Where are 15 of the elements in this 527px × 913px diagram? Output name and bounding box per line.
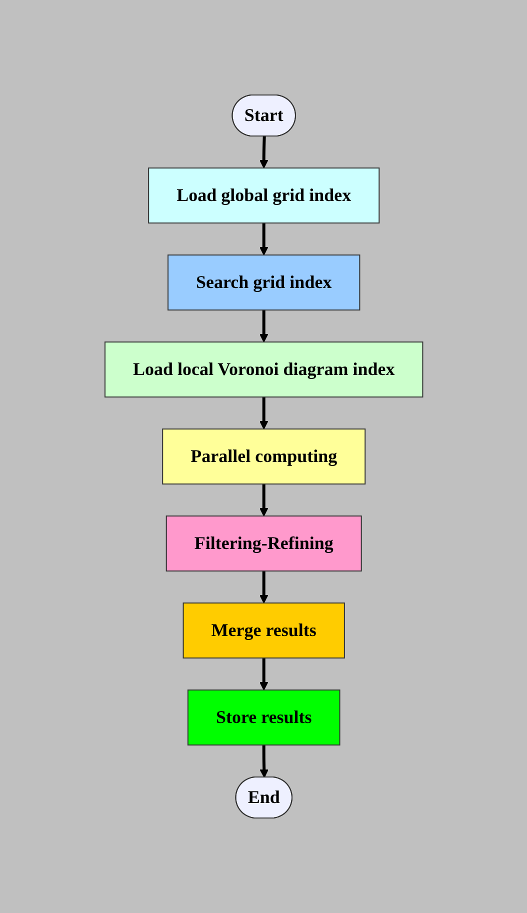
arrow (259, 136, 268, 168)
node-box: Load local Voronoi diagram index (104, 342, 423, 398)
node-box: Filtering-Refining (166, 516, 362, 572)
node-box: Store results (187, 690, 340, 746)
arrow (259, 223, 268, 256)
arrow (259, 397, 268, 430)
arrow (259, 310, 268, 342)
node-box: Load global grid index (148, 168, 380, 224)
node-box: Parallel computing (162, 428, 366, 484)
arrow (259, 484, 268, 516)
node-box: Search grid index (167, 254, 360, 310)
arrow (259, 571, 268, 604)
arrow (259, 745, 268, 778)
arrow (259, 658, 268, 690)
node-box: Merge results (182, 602, 345, 658)
